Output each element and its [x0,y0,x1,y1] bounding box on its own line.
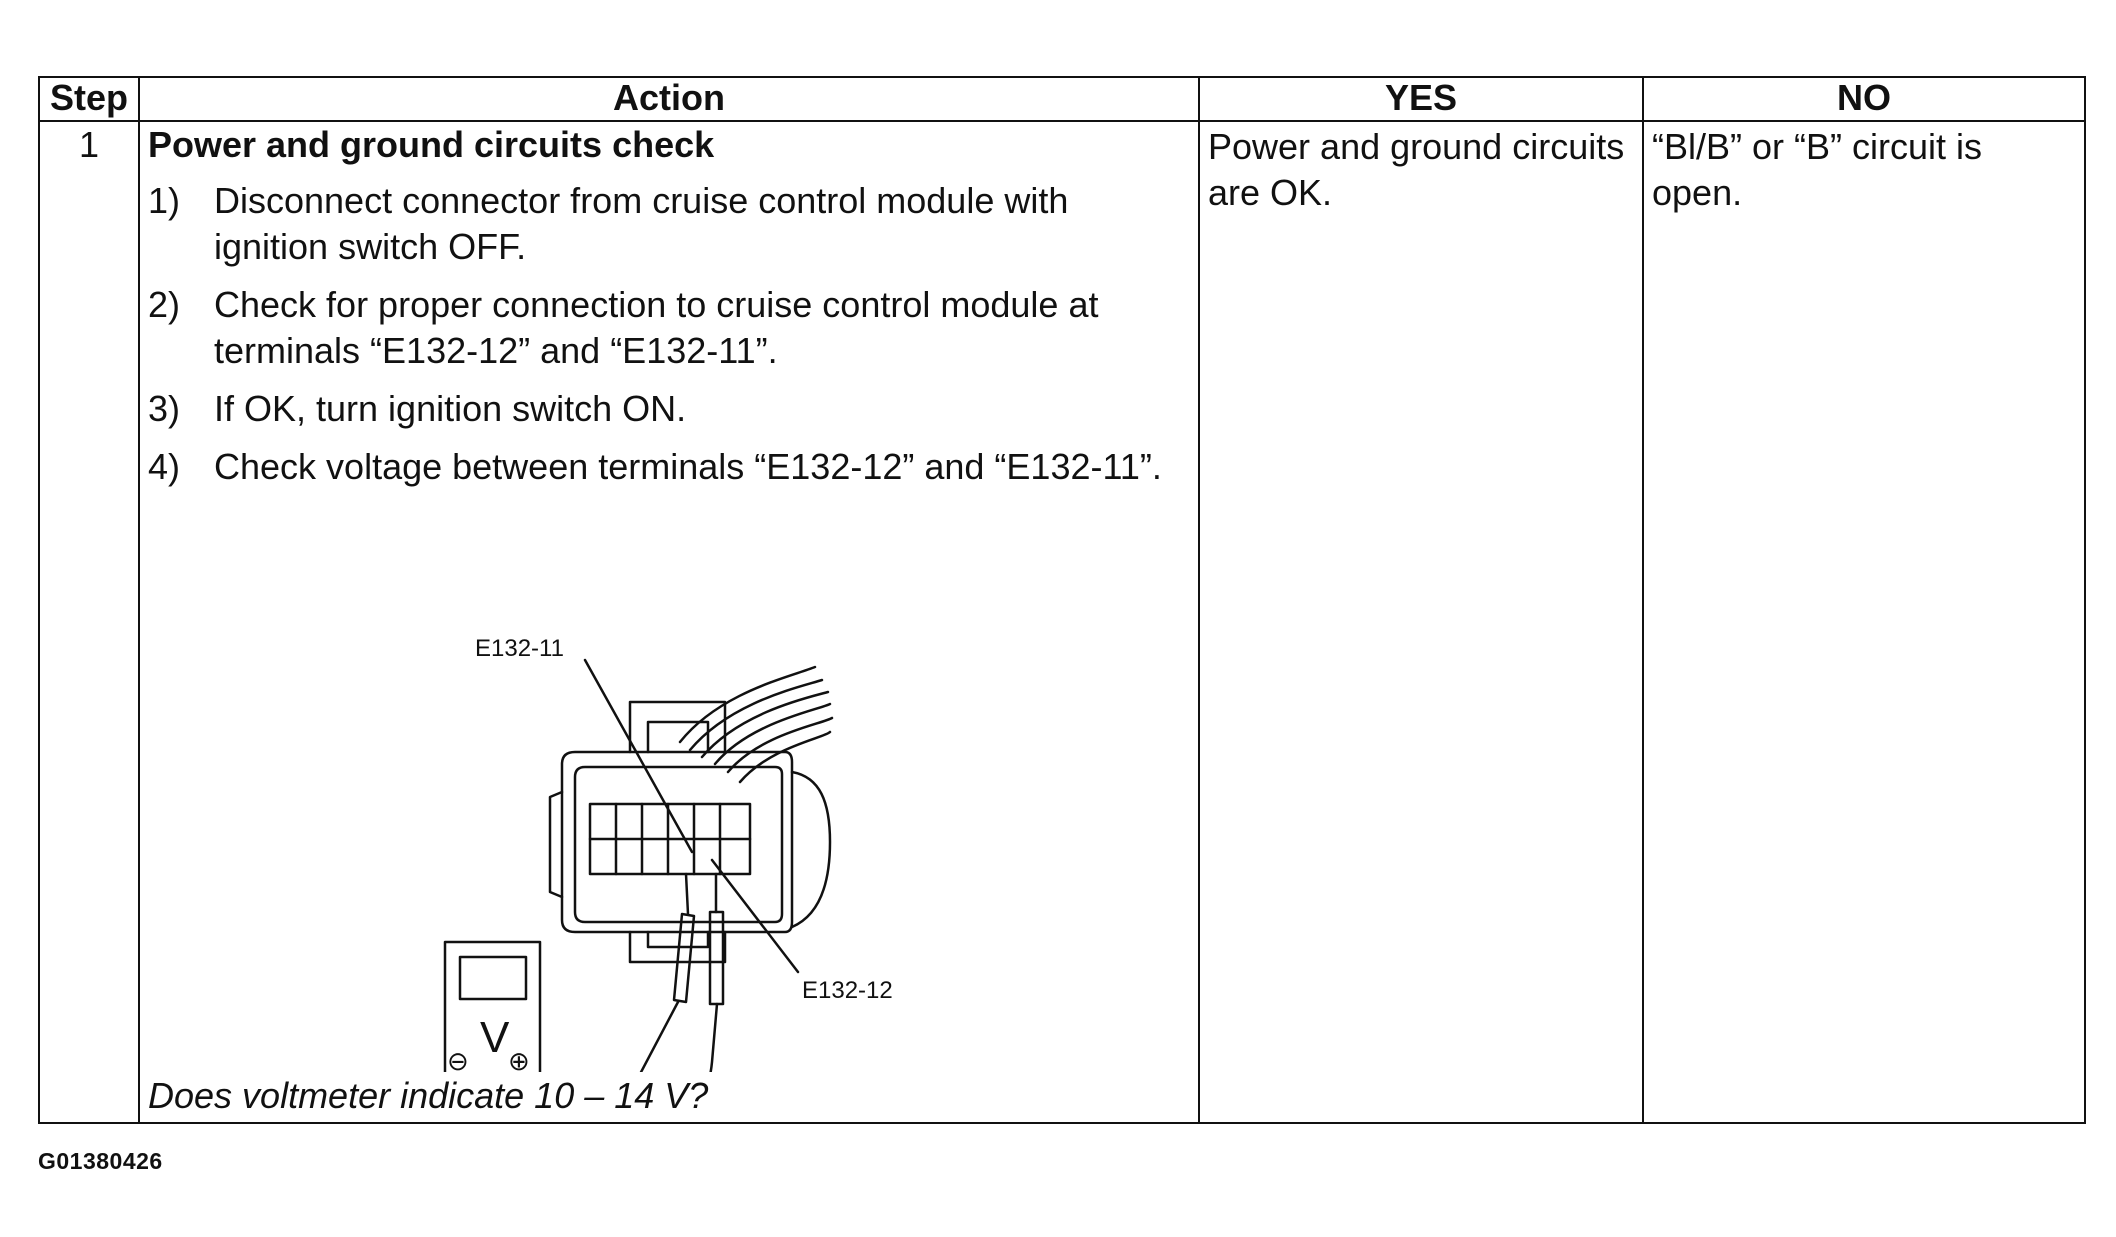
leader-line-e132-12 [710,858,800,974]
header-yes: YES [1198,76,1644,122]
yes-result: Power and ground circuits are OK. [1208,126,1625,213]
probe-negative [672,872,696,1004]
action-step: 2) Check for proper connection to cruise… [140,282,1198,374]
label-e132-12: E132-12 [802,977,893,1004]
step-index: 1) [148,180,181,221]
question-text: Does voltmeter indicate 10 – 14 V? [148,1075,709,1116]
action-step: 3) If OK, turn ignition switch ON. [140,386,1198,432]
header-action: Action [138,76,1200,122]
voltmeter-icon [443,940,542,1072]
action-title: Power and ground circuits check [148,124,715,165]
step-index: 2) [148,284,181,325]
probe-positive [708,872,725,1006]
label-e132-11: E132-11 [475,635,564,662]
connector-latch [628,700,727,754]
step-text: Check for proper connection to cruise co… [214,284,1099,371]
step-text: If OK, turn ignition switch ON. [214,388,687,429]
no-result: “Bl/B” or “B” circuit is open. [1652,126,1983,213]
step-text: Disconnect connector from cruise control… [214,180,1069,267]
connector-voltmeter-diagram: E132-11 E132-12 V ⊖ ⊕ [443,635,893,1072]
voltmeter-symbol: V [480,1013,510,1062]
leader-line-e132-11 [583,658,694,854]
terminal-grid [588,802,752,876]
step-cell: 1 [38,120,140,1124]
action-steps: 1) Disconnect connector from cruise cont… [140,178,1198,490]
no-cell: “Bl/B” or “B” circuit is open. [1642,120,2086,1124]
step-index: 4) [148,446,181,487]
table-row: 1 Power and ground circuits check 1) Dis… [38,120,2086,1124]
step-number: 1 [78,124,100,165]
header-no: NO [1642,76,2086,122]
step-text: Check voltage between terminals “E132-12… [214,446,1162,487]
connector-housing [560,750,794,934]
diagnosis-table: Step Action YES NO 1 Power and ground ci… [38,76,2086,1124]
action-cell: Power and ground circuits check 1) Disco… [138,120,1200,1124]
yes-cell: Power and ground circuits are OK. [1198,120,1644,1124]
table-header-row: Step Action YES NO [38,76,2086,122]
header-step: Step [38,76,140,122]
test-lead-positive [709,1002,719,1072]
step-index: 3) [148,388,181,429]
figure-code: G01380426 [38,1148,163,1174]
minus-terminal-icon: ⊖ [447,1047,469,1072]
wire-harness [678,665,834,784]
action-step: 1) Disconnect connector from cruise cont… [140,178,1198,270]
action-step: 4) Check voltage between terminals “E132… [140,444,1198,490]
plus-terminal-icon: ⊕ [508,1047,530,1072]
